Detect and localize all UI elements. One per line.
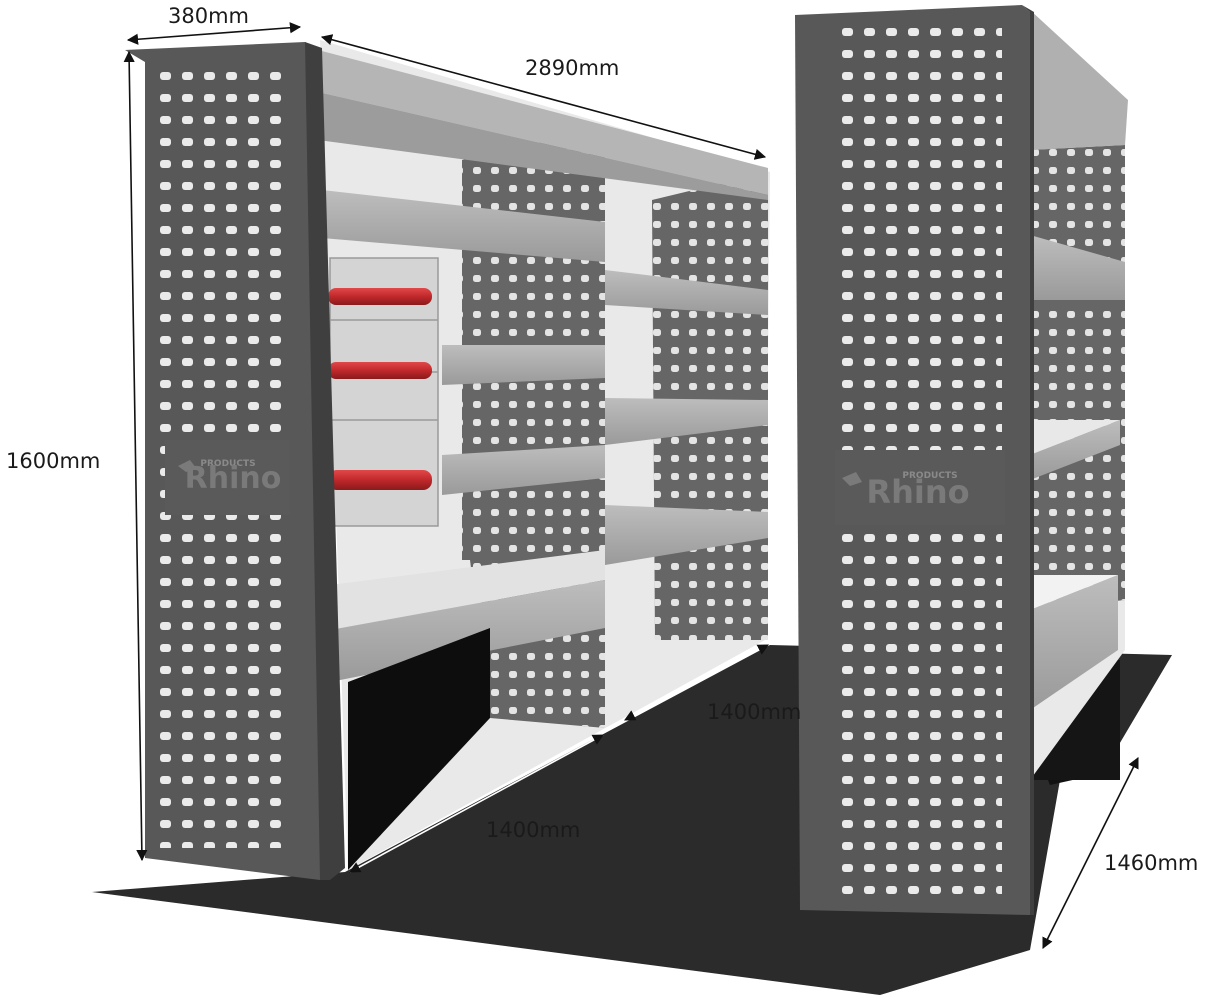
right-shelf [1030,235,1125,300]
right-shelf [1030,420,1120,480]
drawer-handle [328,362,432,379]
rhino-logo-icon [842,472,862,486]
left-end-panel: PRODUCTS Rhino [125,42,345,880]
right-end-panel: PRODUCTS Rhino [795,5,1034,915]
drawer-handle [328,288,432,305]
dim-line-depth [126,22,302,45]
dimension-labels: 380mm 2890mm 1600mm 1400mm 1400mm 1460mm [6,4,1198,875]
brand-tagline: PRODUCTS [902,471,957,481]
right-racking-unit: PRODUCTS Rhino [795,5,1128,915]
dim-line-floor-width [1042,756,1139,950]
brand-logo: Rhino [866,473,969,511]
drawer-unit [328,257,439,527]
label-length: 2890mm [525,56,619,80]
dim-line-length [320,34,767,160]
dim-line-height [123,50,148,862]
label-depth: 380mm [168,4,249,28]
dim-line-front-length [349,734,604,873]
right-shelf [1030,575,1118,710]
rhino-logo-icon [178,460,196,472]
right-back-panel [1030,145,1125,610]
label-height: 1600mm [6,449,100,473]
dim-line-rear-length [624,644,769,721]
brand-tagline: PRODUCTS [200,459,255,469]
shelf-upper [322,190,605,262]
label-front-length: 1400mm [486,818,580,842]
brand-logo: Rhino [185,461,282,496]
label-rear-length: 1400mm [707,700,801,724]
label-floor-width: 1460mm [1104,851,1198,875]
shelf-middle [442,345,605,385]
drawer-handle [328,470,432,490]
shelf-bottom [330,550,605,630]
dimension-lines [123,22,1139,950]
